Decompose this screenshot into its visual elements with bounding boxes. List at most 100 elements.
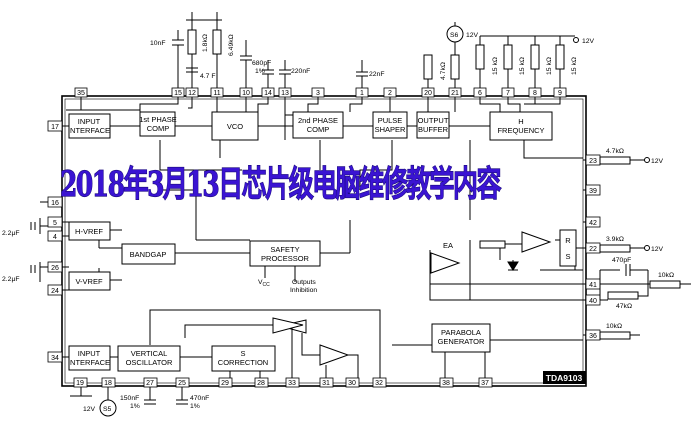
pin-right-3: 42 [589, 220, 597, 227]
pin-top-15: 8 [533, 90, 537, 97]
bandgap-box [121, 243, 176, 265]
pin-left-4: 4 [53, 234, 57, 241]
c-470nf-label: 470nF [190, 395, 209, 402]
component-labels: 10nF 1.8kΩ 6.49kΩ 4.7 F 680pF 1% 220nF 2… [2, 32, 674, 413]
pin-bottom-1: 19 [76, 380, 84, 387]
parabola-generator-box [431, 323, 491, 353]
input-interface-bottom-box [68, 345, 111, 371]
input-interface-top-l1: INPUT [78, 117, 101, 126]
chip-label-group: TDA9103 [543, 371, 586, 384]
inhibition-label: Inhibition [290, 287, 317, 294]
pulse-shaper-box [372, 111, 408, 139]
c-22nf-label: 22nF [369, 71, 385, 78]
banner-text: 2018年3月13日芯片级电脑维修教学内容 [60, 164, 501, 205]
pin-top-6: 14 [264, 90, 272, 97]
pin-labels: 35 15 12 11 10 14 13 3 1 2 20 21 6 7 8 9… [51, 90, 597, 387]
phase-comp-2-box [292, 111, 344, 139]
phase-comp-1-l2: COMP [147, 124, 170, 133]
bandgap-label: BANDGAP [130, 250, 167, 259]
pin-top-9: 1 [360, 90, 364, 97]
pin-bottom-8: 31 [322, 380, 330, 387]
r-10k-1-label: 10kΩ [658, 272, 674, 279]
phase-comp-1-box [139, 111, 176, 137]
pct-150-label: 1% [130, 403, 140, 410]
pin-right-2: 39 [589, 188, 597, 195]
block-labels: INPUT INTERFACE 1st PHASE COMP VCO 2nd P… [68, 115, 571, 367]
c-10nf-label: 10nF [150, 40, 166, 47]
safety-processor-box [249, 240, 321, 267]
vco-box [211, 111, 259, 141]
c-220nf-label: 220nF [291, 68, 310, 75]
r-1k8-label: 1.8kΩ [202, 34, 209, 52]
vcc-label: VCC [258, 279, 270, 288]
phase-comp-1-l1: 1st PHASE [139, 115, 177, 124]
r-15k-2-label: 15 kΩ [519, 57, 526, 75]
pin-top-8: 3 [316, 90, 320, 97]
s-correction-box [211, 345, 276, 372]
s-correction-l2: CORRECTION [218, 358, 268, 367]
r-3k9-label: 3.9kΩ [606, 236, 624, 243]
r-4k7-right-label: 4.7kΩ [606, 148, 624, 155]
c-680pf-label: 680pF [252, 60, 271, 67]
r-10k-2-label: 10kΩ [606, 323, 622, 330]
pin-top-1: 35 [77, 90, 85, 97]
v-vref-label: V-VREF [75, 277, 103, 286]
input-interface-top-box [68, 113, 111, 139]
rs-s-label: S [565, 252, 570, 261]
pin-top-5: 10 [242, 90, 250, 97]
pin-left-5: 26 [51, 265, 59, 272]
pin-right-6: 40 [589, 298, 597, 305]
c-470pf-label: 470pF [612, 257, 631, 264]
pin-left-1: 17 [51, 124, 59, 131]
h-vref-label: H-VREF [75, 227, 103, 236]
pin-right-7: 36 [589, 333, 597, 340]
output-buffer-box [416, 111, 450, 139]
pin-left-2: 16 [51, 200, 59, 207]
safety-processor-l1: SAFETY [270, 245, 299, 254]
pct-470-label: 1% [190, 403, 200, 410]
output-buffer-l2: BUFFER [418, 125, 449, 134]
output-buffer-l1: OUTPUT [418, 116, 449, 125]
v12-right1-label: 12V [651, 158, 664, 165]
h-frequency-box [489, 111, 553, 141]
vertical-oscillator-l1: VERTICAL [131, 349, 168, 358]
pin-bottom-5: 29 [221, 380, 229, 387]
pin-bottom-3: 27 [146, 380, 154, 387]
chip-wiring [30, 12, 691, 417]
pin-bottom-6: 28 [257, 380, 265, 387]
v12-s6-label: 12V [466, 32, 479, 39]
v-vref-box [68, 271, 111, 291]
pin-bottom-11: 38 [442, 380, 450, 387]
pin-top-12: 21 [451, 90, 459, 97]
input-interface-bottom-l1: INPUT [78, 349, 101, 358]
outputs-label: Outputs [292, 279, 316, 286]
pin-left-7: 34 [51, 355, 59, 362]
s-correction-l1: S [240, 349, 245, 358]
pin-top-7: 13 [281, 90, 289, 97]
pin-right-5: 41 [589, 282, 597, 289]
s5-label: S5 [103, 406, 112, 413]
chip-label: TDA9103 [546, 373, 583, 383]
v12-s5-label: 12V [83, 406, 96, 413]
safety-processor-l2: PROCESSOR [261, 254, 310, 263]
r-6k49-label: 6.49kΩ [228, 34, 235, 56]
pin-top-14: 7 [506, 90, 510, 97]
pin-left-6: 24 [51, 288, 59, 295]
r-47k-label: 47kΩ [616, 303, 632, 310]
c-2-2uf-top-label: 2.2μF [2, 230, 20, 237]
h-frequency-l2: FREQUENCY [497, 126, 544, 135]
pin-bottom-7: 33 [288, 380, 296, 387]
input-interface-top-l2: INTERFACE [68, 126, 110, 135]
pin-top-16: 9 [558, 90, 562, 97]
vertical-oscillator-box [117, 345, 181, 372]
vertical-oscillator-l2: OSCILLATOR [126, 358, 173, 367]
pin-bottom-10: 32 [375, 380, 383, 387]
pin-top-13: 6 [478, 90, 482, 97]
v12-top-label: 12V [582, 38, 595, 45]
pin-top-10: 2 [388, 90, 392, 97]
rs-r-label: R [565, 236, 571, 245]
s6-label: S6 [450, 32, 459, 39]
pin-top-4: 11 [213, 90, 220, 97]
